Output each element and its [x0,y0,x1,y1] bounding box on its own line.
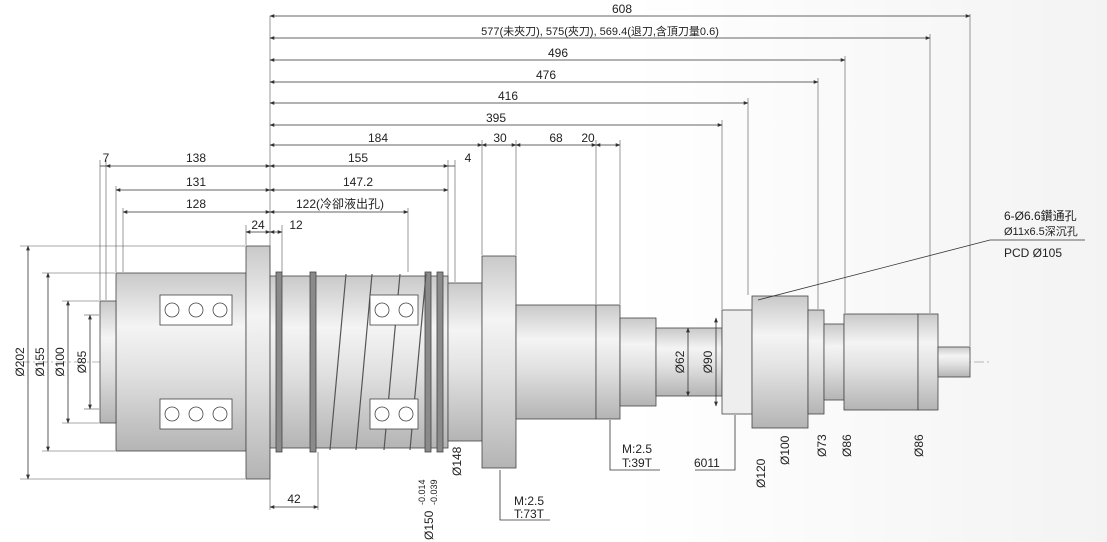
dim-608: 608 [612,2,632,16]
bearing-6011-label: 6011 [694,456,720,470]
dim-20: 20 [581,131,595,145]
dia-100-left: Ø100 [53,347,67,377]
shaft-a [515,304,597,420]
dim-147-2: 147.2 [343,175,373,189]
gear1-teeth: T:73T [514,507,545,521]
bearing-6011 [721,309,753,415]
rear-bearings [159,294,233,430]
rear-shaft-2 [823,323,845,401]
front-bearings [369,294,419,430]
dim-24: 24 [251,218,265,232]
gear-39t [595,304,621,420]
dia-148: Ø148 [450,446,464,476]
dia-90: Ø90 [701,350,715,373]
dia-62: Ø62 [673,350,687,373]
dim-128: 128 [186,197,206,211]
dim-395: 395 [486,111,506,125]
coolant-helix [329,273,427,451]
dia-155: Ø155 [33,347,47,377]
dia-150: Ø150 [422,510,436,540]
gear2-teeth: T:39T [622,456,653,470]
rear-shaft-1 [807,309,825,415]
dim-122: 122(冷卻液出孔) [296,196,384,211]
dia-86-b: Ø86 [912,434,926,457]
front-nose [447,282,483,442]
dim-7: 7 [103,151,110,165]
dim-184: 184 [368,131,388,145]
flange [245,245,271,480]
dim-30: 30 [493,131,507,145]
dim-42: 42 [287,492,301,506]
spindle-body [99,245,971,480]
dim-138: 138 [186,151,206,165]
hole-note-3: PCD Ø105 [1004,246,1062,260]
dim-416: 416 [498,89,518,103]
dim-577: 577(未夾刀), 575(夾刀), 569.4(退刀,含頂刀量0.6) [481,24,719,38]
dim-476: 476 [536,68,556,82]
tail-shaft [937,346,971,378]
dim-496: 496 [548,46,568,60]
dimension-lines [26,14,1085,521]
tol-upper: -0.014 [417,479,427,505]
seal-ring-4 [436,271,444,453]
dia-100-right: Ø100 [778,435,792,465]
dia-120: Ø120 [754,458,768,488]
background-panel [630,0,1107,542]
dim-4: 4 [465,151,472,165]
rear-cap [99,300,117,424]
rear-shaft-4 [917,313,939,411]
gear-73t [481,255,517,469]
dia-202: Ø202 [13,347,27,377]
hole-note-1: 6-Ø6.6鑽通孔 [1004,208,1077,223]
seal-ring-3 [424,271,432,453]
gear1-module: M:2.5 [514,494,544,508]
dim-131: 131 [186,175,206,189]
dia-86-a: Ø86 [840,434,854,457]
tol-lower: -0.039 [429,479,439,505]
bearing-housing [751,295,809,429]
rear-shaft-3 [843,313,919,411]
dimension-labels: 608 577(未夾刀), 575(夾刀), 569.4(退刀,含頂刀量0.6)… [13,2,1078,540]
extension-lines [20,14,971,510]
dim-155: 155 [348,151,368,165]
dia-73: Ø73 [815,434,829,457]
seal-ring-2 [309,271,317,453]
dim-12: 12 [289,218,303,232]
hole-note-2: Ø11x6.5深沉孔 [1004,225,1078,238]
shaft-b [619,317,657,407]
gear2-module: M:2.5 [622,442,652,456]
seal-ring-1 [275,271,283,453]
dia-85: Ø85 [75,350,89,373]
dim-68: 68 [549,131,563,145]
